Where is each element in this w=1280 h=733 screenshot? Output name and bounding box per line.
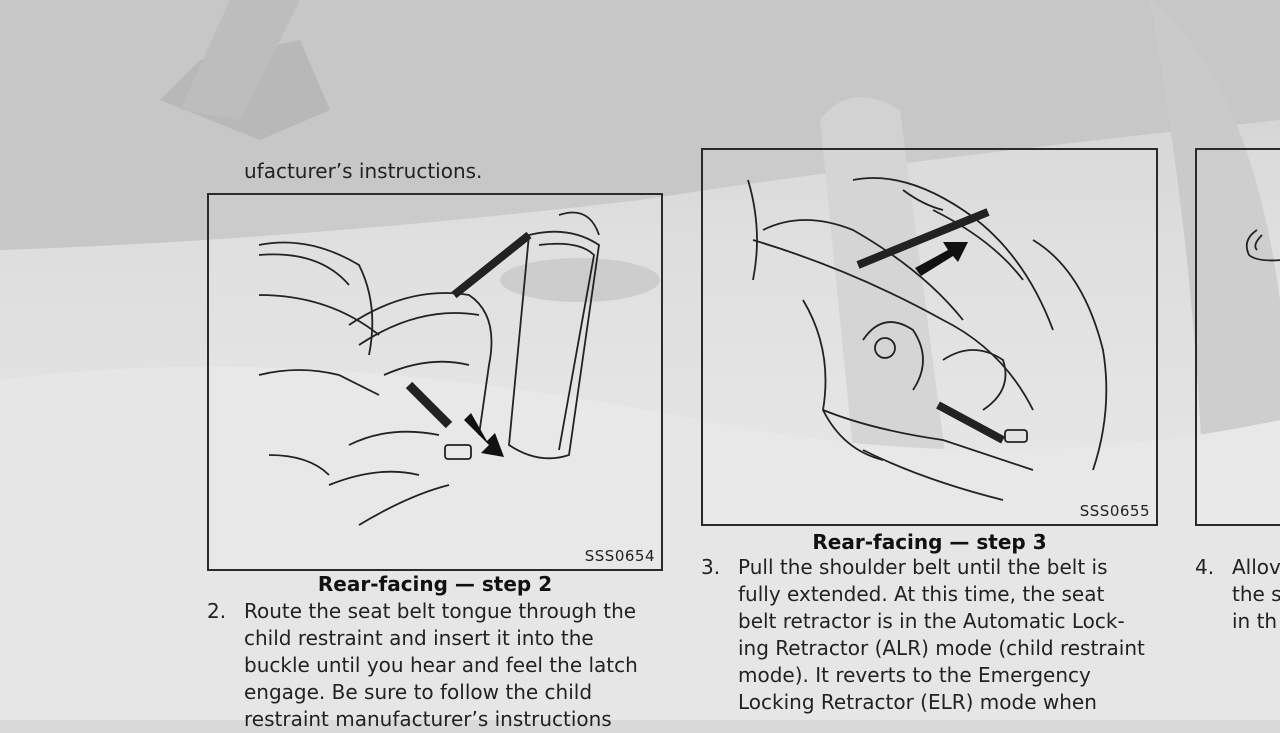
step-line: Locking Retractor (ELR) mode when — [738, 690, 1097, 714]
step-line: belt retractor is in the Automatic Lock- — [738, 609, 1125, 633]
step-line: Route the seat belt tongue through the — [244, 599, 637, 623]
top-text-fragment: ufacturer’s instructions. — [244, 159, 483, 183]
step-line: engage. Be sure to follow the child — [244, 680, 593, 704]
partial-illustration — [1245, 229, 1280, 262]
instruction-step-4: 4. Allov the s in th — [1195, 554, 1280, 644]
step-line: buckle until you hear and feel the latch — [244, 653, 638, 677]
step-line: ing Retractor (ALR) mode (child restrain… — [738, 636, 1145, 660]
figure-sss0654: SSS0654 — [207, 193, 663, 571]
figure-caption-step-2: Rear-facing — step 2 — [317, 572, 553, 596]
step-number: 3. — [701, 555, 721, 579]
step-line: fully extended. At this time, the seat — [738, 582, 1105, 606]
step-number: 4. — [1195, 555, 1215, 579]
shoulder-belt-illustration — [747, 177, 1108, 501]
figure-code: SSS0654 — [584, 547, 655, 565]
step-line: in th — [1232, 609, 1278, 633]
step-line: Allov — [1232, 555, 1280, 579]
step-line: the s — [1232, 582, 1280, 606]
instruction-step-3: 3. Pull the shoulder belt until the belt… — [701, 554, 1158, 720]
figure-code: SSS0655 — [1079, 502, 1150, 520]
figure-partial-right — [1195, 148, 1280, 526]
step-line: mode). It reverts to the Emergency — [738, 663, 1091, 687]
child-seat-buckle-illustration — [258, 211, 600, 526]
step-line: Pull the shoulder belt until the belt is — [738, 555, 1108, 579]
instruction-step-2: 2. Route the seat belt tongue through th… — [207, 598, 663, 731]
step-line: child restraint and insert it into the — [244, 626, 594, 650]
step-number: 2. — [207, 599, 227, 623]
figure-sss0655: SSS0655 — [701, 148, 1158, 526]
figure-caption-step-3: Rear-facing — step 3 — [812, 530, 1047, 554]
